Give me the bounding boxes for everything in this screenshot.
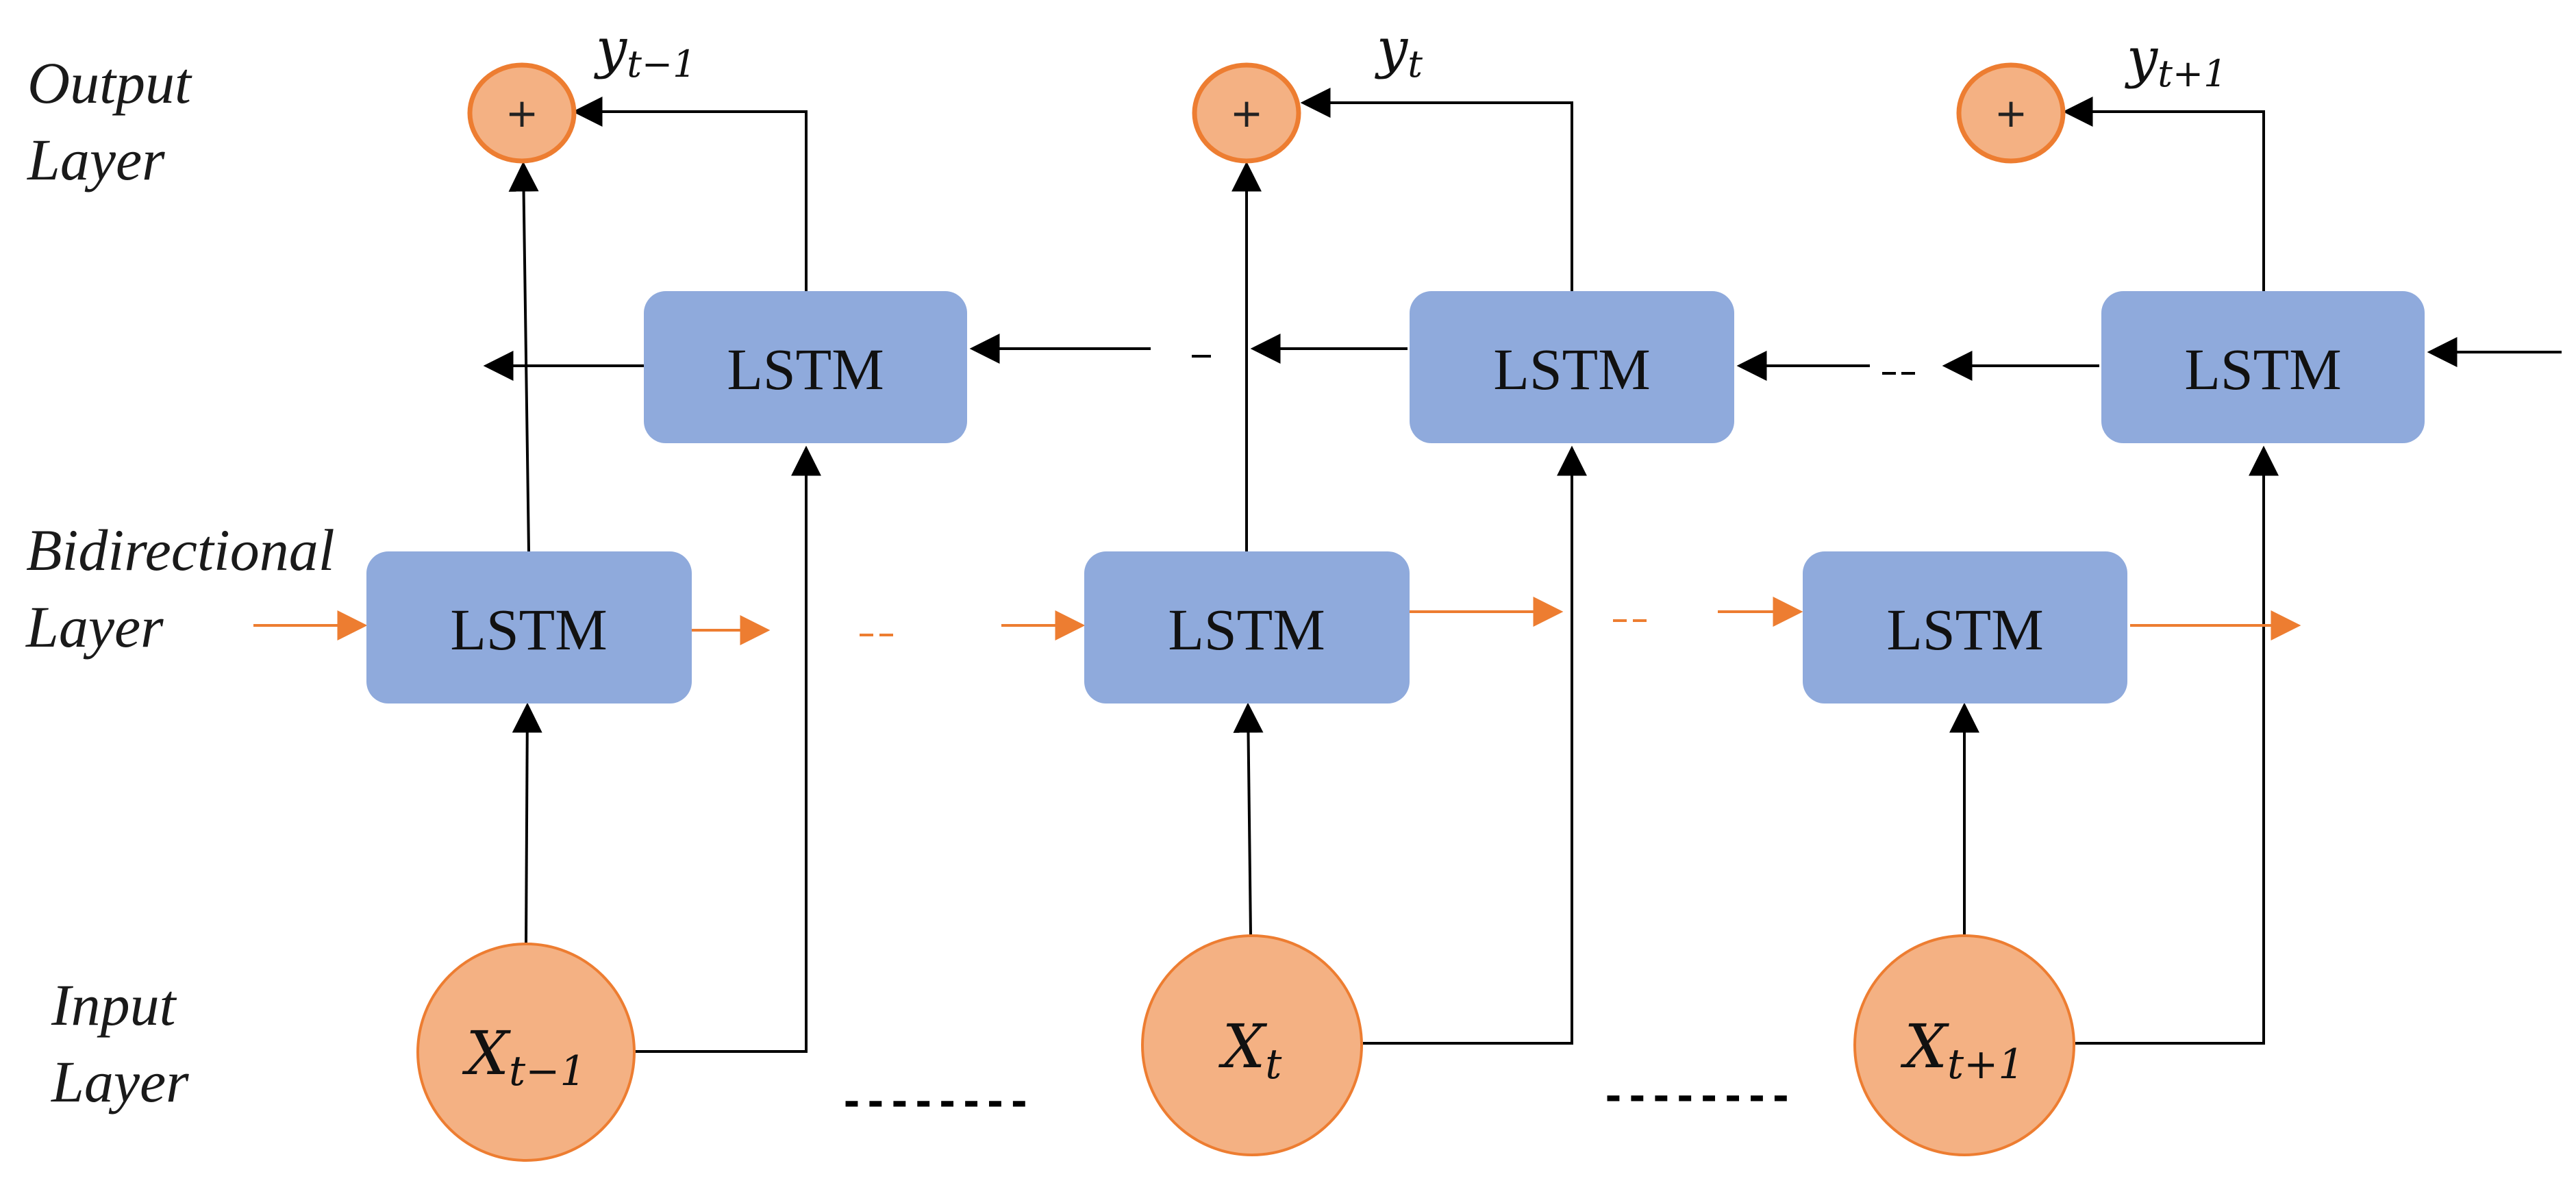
output-label-3-sub: t+1 (2158, 52, 2227, 95)
forward-lstm-1-label: LSTM (450, 597, 607, 662)
output-sum-node-3: + (1956, 62, 2066, 164)
forward-lstm-3: LSTM (1803, 551, 2127, 703)
bidirectional-layer-label-line1: Bidirectional (26, 517, 335, 583)
input-to-backward-arrow-3 (2075, 445, 2279, 1045)
input-to-backward-arrow-1 (634, 445, 821, 1053)
output-sum-node-2: + (1192, 62, 1301, 164)
output-layer-label-line1: Output (27, 50, 192, 116)
input-to-forward-arrow-1 (512, 702, 542, 944)
output-label-1-sub: t−1 (627, 42, 696, 86)
input-node-3-label: Xt+1 (1900, 1011, 2024, 1088)
output-sum-node-1-symbol: + (505, 90, 539, 136)
input-node-1-base: X (462, 1018, 511, 1088)
backward-to-output-arrow-3 (2062, 97, 2265, 291)
input-node-1-sub: t−1 (509, 1047, 586, 1095)
output-label-2-sub: t (1408, 42, 1423, 86)
backward-lstm-1: LSTM (644, 291, 967, 443)
output-label-1: yt−1 (594, 16, 697, 86)
backward-lstm-3-label: LSTM (2184, 336, 2341, 402)
input-to-backward-arrow-2 (1363, 445, 1587, 1045)
input-node-2-label: Xt (1218, 1011, 1283, 1088)
backward-to-output-arrow-1 (572, 97, 808, 291)
backward-lstm-1-label: LSTM (727, 336, 884, 402)
input-layer-label-line2: Layer (50, 1049, 189, 1114)
backward-lstm-2-label: LSTM (1493, 336, 1650, 402)
backward-to-output-arrow-2 (1300, 88, 1573, 291)
input-ellipsis-1: -------- (840, 1078, 1031, 1125)
input-node-3-base: X (1900, 1011, 1949, 1082)
input-to-forward-arrow-2 (1233, 702, 1264, 936)
forward-lstm-2: LSTM (1084, 551, 1410, 703)
forward-lstm-3-label: LSTM (1886, 597, 2043, 662)
output-label-3: yt+1 (2125, 26, 2227, 95)
input-node-3: Xt+1 (1853, 934, 2075, 1156)
forward-lstm-2-label: LSTM (1168, 597, 1325, 662)
output-sum-node-1: + (467, 62, 577, 164)
output-label-2: yt (1375, 16, 1423, 86)
output-sum-node-2-symbol: + (1230, 90, 1264, 136)
backward-lstm-2: LSTM (1410, 291, 1734, 443)
input-layer-label-line1: Input (51, 972, 177, 1038)
output-label-2-base: y (1375, 16, 1409, 80)
output-label-1-base: y (594, 16, 628, 80)
output-sum-node-3-symbol: + (1994, 90, 2028, 136)
bidirectional-layer-label-line2: Layer (25, 594, 164, 660)
input-node-1-label: Xt−1 (462, 1018, 586, 1095)
input-node-3-sub: t+1 (1947, 1041, 2025, 1088)
input-node-2-base: X (1218, 1011, 1268, 1082)
input-node-2: Xt (1141, 934, 1363, 1156)
input-node-1: Xt−1 (416, 943, 636, 1162)
forward-to-output-arrow-1 (508, 161, 539, 552)
output-layer-label-line2: Layer (26, 127, 165, 192)
output-label-3-base: y (2125, 26, 2159, 90)
input-node-2-sub: t (1265, 1041, 1282, 1088)
input-ellipsis-2: -------- (1601, 1073, 1792, 1119)
forward-lstm-1: LSTM (366, 551, 692, 703)
backward-lstm-3: LSTM (2101, 291, 2425, 443)
